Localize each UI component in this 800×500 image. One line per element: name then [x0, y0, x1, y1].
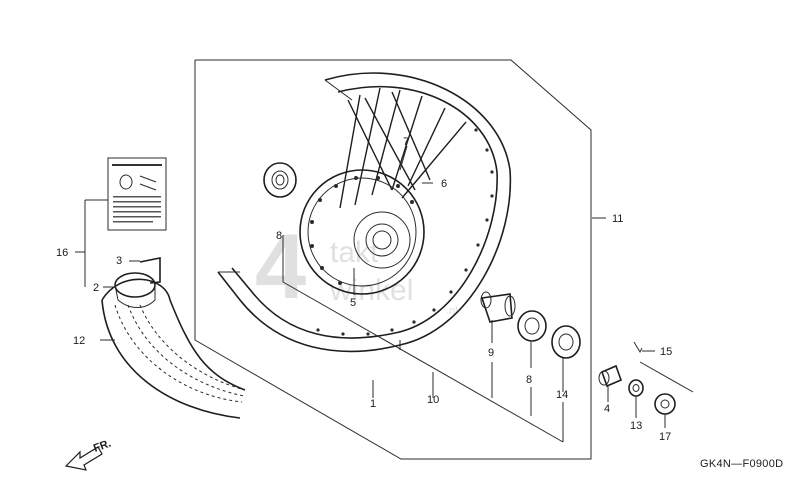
callout-numbers: 1 2 3 4 5 6 7 8 8 9 10 11 12 13 14 15 16… — [56, 136, 672, 443]
rim-band — [139, 257, 161, 284]
front-direction-arrow: FR. — [64, 437, 113, 471]
assembly-outline — [194, 59, 592, 460]
callout-15: 15 — [660, 346, 672, 358]
collar — [598, 364, 623, 388]
callout-2: 2 — [93, 282, 99, 294]
callout-17: 17 — [659, 431, 671, 443]
warning-label — [107, 157, 167, 231]
callout-8-left: 8 — [276, 230, 282, 242]
callout-11: 11 — [612, 213, 623, 225]
callout-14: 14 — [556, 389, 568, 401]
watermark-suffix: .nl — [446, 305, 458, 317]
callout-6: 6 — [441, 178, 447, 190]
callout-10: 10 — [427, 394, 439, 406]
callout-4: 4 — [604, 403, 610, 415]
castle-nut — [628, 379, 644, 397]
callout-5: 5 — [350, 297, 356, 309]
diagram-code: GK4N—F0900D — [700, 458, 783, 470]
bearing-right — [517, 310, 547, 342]
axle-spacer — [480, 291, 516, 323]
watermark: 4 takt winkel .nl — [255, 216, 458, 318]
callout-1: 1 — [370, 398, 376, 410]
callout-3: 3 — [116, 255, 122, 267]
wheel-rim — [217, 72, 512, 353]
watermark-numeral: 4 — [255, 216, 306, 318]
inner-tube — [114, 272, 156, 308]
callout-12: 12 — [73, 335, 85, 347]
callout-7: 7 — [403, 136, 409, 148]
cotter-pin — [633, 341, 643, 354]
callout-8-right: 8 — [526, 374, 532, 386]
direction-label: FR. — [92, 437, 113, 454]
rim-spoke-holes — [316, 128, 494, 336]
hub-spoke-holes — [310, 176, 414, 285]
spokes — [339, 87, 467, 209]
axle-nut — [654, 393, 676, 415]
callout-9: 9 — [488, 347, 494, 359]
callout-13: 13 — [630, 420, 642, 432]
dust-seal — [551, 325, 581, 359]
callout-16: 16 — [56, 247, 68, 259]
tire — [101, 278, 246, 419]
leader-lines — [75, 145, 694, 443]
bearing-left — [263, 162, 297, 198]
wheel-hub — [299, 169, 425, 295]
